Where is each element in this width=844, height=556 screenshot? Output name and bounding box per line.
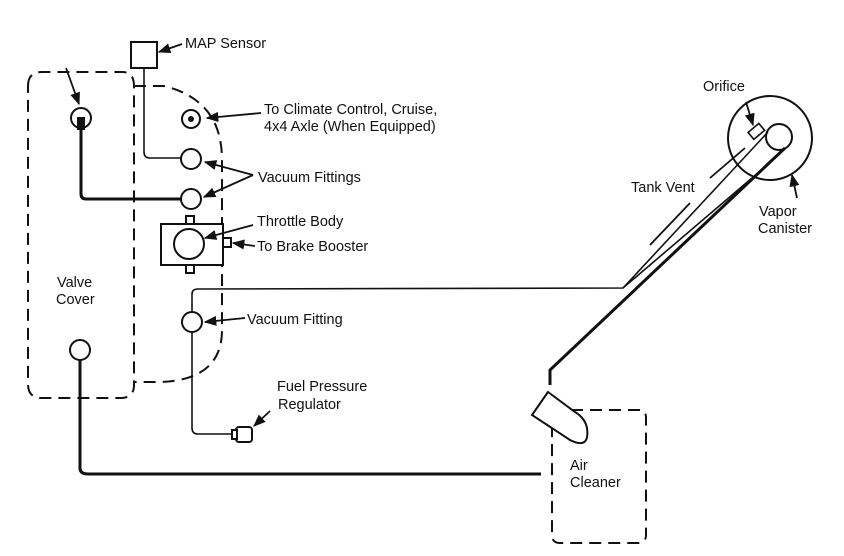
fuel-regulator-hose bbox=[191, 332, 234, 435]
label-vapor-canister-line2: Canister bbox=[758, 221, 812, 237]
label-tank-vent: Tank Vent bbox=[631, 180, 695, 196]
purge-line-inner bbox=[622, 131, 769, 289]
vacuum-fitting-upper bbox=[180, 148, 202, 170]
label-throttle-body: Throttle Body bbox=[257, 214, 344, 230]
label-air-cleaner-line2: Cleaner bbox=[570, 475, 621, 491]
brake-booster-port bbox=[222, 237, 232, 248]
brake-booster-leader bbox=[231, 239, 256, 250]
label-valve-cover-line2: Cover bbox=[56, 292, 95, 308]
label-map-sensor: MAP Sensor bbox=[185, 36, 266, 52]
label-air-cleaner-line1: Air bbox=[570, 458, 588, 474]
label-climate-line2: 4x4 Axle (When Equipped) bbox=[264, 119, 436, 135]
label-orifice: Orifice bbox=[703, 79, 745, 95]
vacuum-fittings-leader-upper bbox=[203, 160, 254, 176]
orifice bbox=[746, 122, 766, 141]
air-cleaner-outline bbox=[551, 409, 647, 544]
throttle-body-tab-bottom bbox=[185, 264, 195, 274]
tank-vent-mark-upper bbox=[709, 147, 746, 179]
tank-vent-mark-lower bbox=[649, 202, 691, 246]
throttle-body-leader bbox=[203, 224, 254, 240]
label-brake-booster: To Brake Booster bbox=[257, 239, 368, 255]
canister-purge-port bbox=[765, 123, 793, 151]
air-cleaner-snorkel bbox=[530, 390, 589, 444]
label-fuel-pressure-line1: Fuel Pressure bbox=[277, 379, 367, 395]
throttle-plate bbox=[173, 228, 205, 260]
label-vacuum-fittings: Vacuum Fittings bbox=[258, 170, 361, 186]
fuel-regulator-cap bbox=[231, 429, 238, 440]
label-climate-line1: To Climate Control, Cruise, bbox=[264, 102, 437, 118]
pcv-valve bbox=[77, 117, 85, 130]
valve-cover-outline bbox=[27, 71, 135, 399]
pcv-hose bbox=[79, 130, 185, 201]
label-vapor-canister-line1: Vapor bbox=[759, 204, 797, 220]
fuel-regulator-leader bbox=[253, 410, 271, 427]
tank-vent-hose bbox=[191, 177, 753, 313]
pcv-leader bbox=[65, 67, 80, 106]
vacuum-fitting-leader bbox=[203, 315, 246, 326]
label-fuel-pressure-line2: Regulator bbox=[278, 397, 341, 413]
vacuum-fitting-single bbox=[181, 311, 203, 333]
vapor-canister-leader bbox=[789, 173, 800, 199]
purge-line-outer bbox=[548, 146, 787, 385]
climate-fitting-center bbox=[188, 116, 194, 122]
map-sensor-hose bbox=[143, 68, 186, 159]
orifice-leader bbox=[744, 101, 755, 127]
air-cleaner-hose bbox=[78, 360, 541, 476]
fuel-pressure-regulator bbox=[235, 426, 253, 443]
vacuum-fitting-lower bbox=[180, 188, 202, 210]
vacuum-fittings-leader-lower bbox=[202, 174, 254, 198]
map-sensor-leader bbox=[157, 43, 183, 54]
label-vacuum-fitting: Vacuum Fitting bbox=[247, 312, 343, 328]
climate-leader bbox=[205, 111, 262, 122]
map-sensor bbox=[130, 41, 158, 69]
valve-cover-port bbox=[69, 339, 91, 361]
label-valve-cover-line1: Valve bbox=[57, 275, 92, 291]
throttle-body-tab-top bbox=[185, 215, 195, 225]
